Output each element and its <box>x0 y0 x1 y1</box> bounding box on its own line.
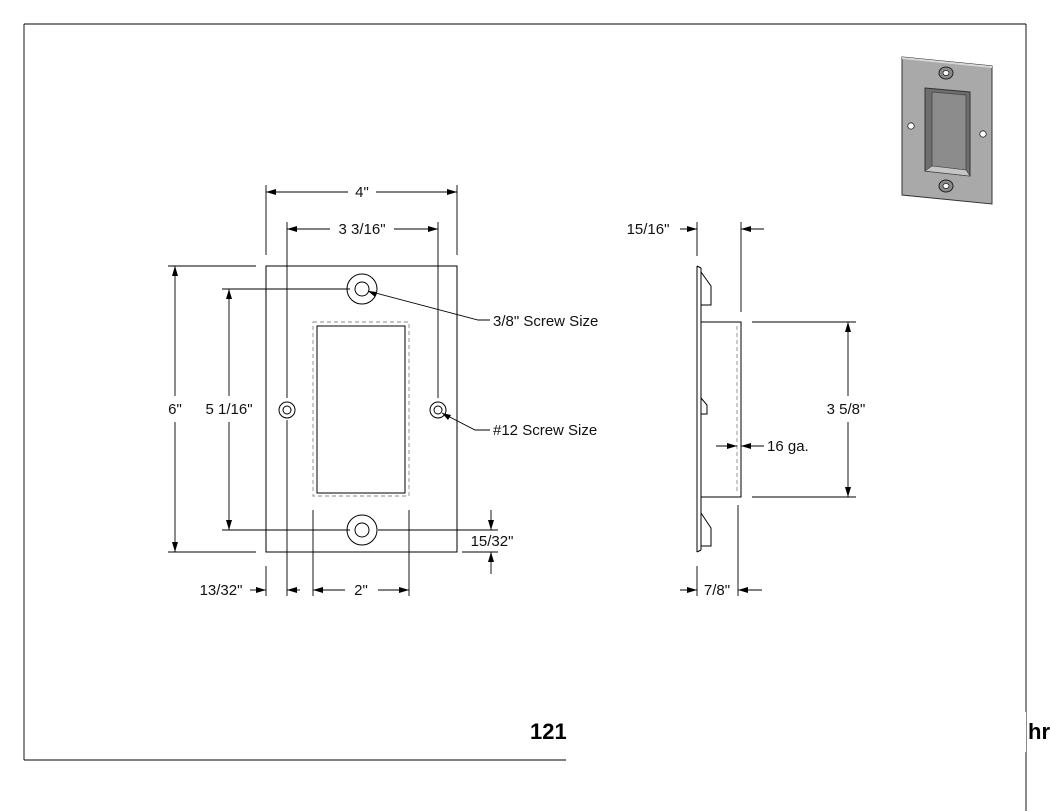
sheet-border <box>23 23 1027 811</box>
dimension-hole-spacing-horizontal: 3 3/16" <box>286 221 439 398</box>
leader-small-screw: #12 Screw Size <box>441 412 597 439</box>
label-gauge: 16 ga. <box>767 438 809 455</box>
large-screw-hole-bottom <box>346 514 378 546</box>
title-fragment-right: hr <box>1028 719 1050 744</box>
label-edge-to-hole-side: 13/32" <box>200 582 243 599</box>
label-height-total: 6" <box>168 401 182 418</box>
dimension-gauge: 16 ga. <box>716 438 809 455</box>
label-edge-to-hole-bottom: 15/32" <box>471 533 514 550</box>
dimension-width-total: 4" <box>265 184 458 255</box>
dimension-hole-spacing-vertical: 5 1/16" <box>205 288 350 531</box>
label-pocket-height: 3 5/8" <box>827 401 866 418</box>
label-width-total: 4" <box>355 184 369 201</box>
large-screw-hole-top <box>346 273 378 305</box>
dimension-height-total: 6" <box>168 265 256 553</box>
label-flange-offset: 15/16" <box>627 221 670 238</box>
callout-large-screw: 3/8" Screw Size <box>493 313 598 330</box>
front-view: 4" 3 3/16" 6" <box>168 184 598 599</box>
pocket-opening <box>316 325 406 494</box>
product-thumbnail <box>901 56 993 205</box>
small-screw-hole-right <box>429 401 447 419</box>
dimension-pocket-height: 3 5/8" <box>752 321 866 498</box>
label-hole-spacing-horizontal: 3 3/16" <box>338 221 385 238</box>
leader-large-screw: 3/8" Screw Size <box>367 290 598 330</box>
dimension-edge-to-hole-bottom: 15/32" <box>378 510 513 574</box>
pocket-hidden-outline <box>312 321 410 497</box>
front-plate-outline <box>265 265 458 553</box>
pocket-box-side <box>700 321 742 498</box>
dimension-depth: 7/8" <box>680 505 762 599</box>
side-view: 15/16" 3 5/8" 16 ga. 7 <box>627 221 866 599</box>
title-fragment-left: 121 <box>530 719 567 744</box>
callout-small-screw: #12 Screw Size <box>493 422 597 439</box>
small-screw-hole-left <box>278 401 296 419</box>
label-hole-spacing-vertical: 5 1/16" <box>205 401 252 418</box>
dimension-flange-offset: 15/16" <box>627 221 764 312</box>
label-depth: 7/8" <box>704 582 730 599</box>
title-mask <box>566 712 1026 752</box>
dimension-bottom-chain: 13/32" 2" <box>200 420 410 599</box>
label-pocket-width: 2" <box>354 582 368 599</box>
